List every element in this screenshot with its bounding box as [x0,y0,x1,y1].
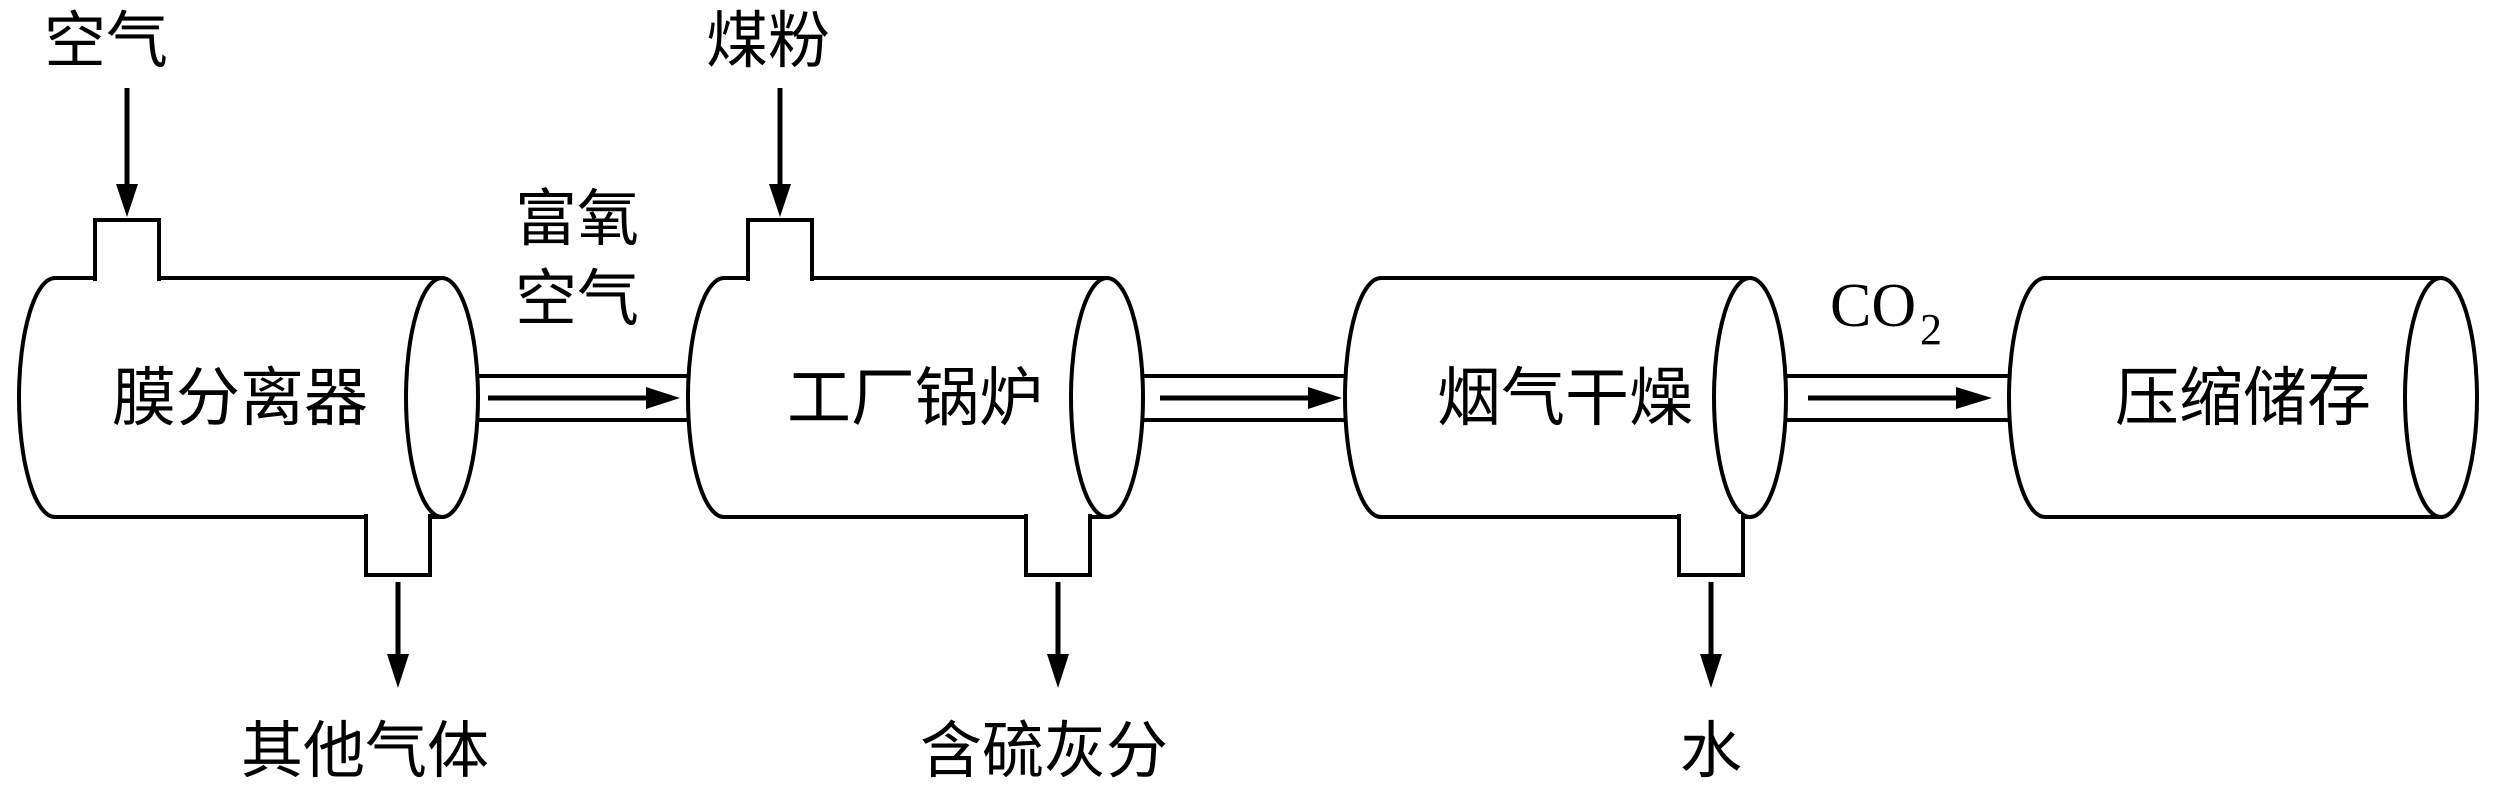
vessel-membrane-separator [17,276,480,519]
vessel-compression-storage [2007,276,2479,519]
flow-right-arrow-icon [1956,387,1992,409]
pipe-dryer-to-storage [1772,374,2018,422]
port-boiler-bottom [1024,514,1092,577]
vessel-factory-boiler [686,276,1145,519]
label-coal-input: 煤粉 [706,8,830,76]
vessel-end-cap [404,276,480,519]
label-air-input: 空气 [44,8,168,76]
coal-input-arrow [769,88,791,217]
label-stage-factory-boiler: 工厂锅炉 [787,363,1043,434]
label-oxygen-enriched-line1: 富氧 [515,186,639,254]
label-stage-compression-storage: 压缩储存 [2115,363,2371,434]
label-sulfur-ash-output: 含硫灰分 [920,718,1168,786]
port-dryer-bottom [1677,514,1745,577]
label-stage-flue-gas-dryer: 烟气干燥 [1437,363,1693,434]
arrow-down-icon [769,184,791,217]
label-other-gases-output: 其他气体 [241,718,489,786]
label-co2-subscript: 2 [1920,305,1942,354]
vessel-end-cap [1069,276,1145,519]
port-membrane-top [93,218,161,281]
flow-right-arrow-icon [1308,387,1342,409]
air-input-arrow [116,88,138,217]
vessel-end-cap [2403,276,2479,519]
pipe-boiler-to-dryer [1128,374,1360,422]
vessel-body [2007,276,2443,519]
port-membrane-bottom [364,514,432,577]
water-output-arrow [1700,582,1722,688]
arrow-down-icon [387,654,409,688]
label-co2: CO [1830,272,1916,340]
vessel-body [17,276,444,519]
arrow-down-icon [116,184,138,217]
arrow-down-icon [1700,654,1722,688]
vessel-flue-gas-dryer [1343,276,1788,519]
label-stage-membrane-separator: 膜分离器 [112,363,368,434]
vessel-body [1343,276,1752,519]
vessel-body [686,276,1109,519]
arrow-down-icon [1047,654,1069,688]
flow-right-arrow-icon [646,387,680,409]
sulfur-ash-output-arrow [1047,582,1069,688]
pipe-membrane-to-boiler [462,374,700,422]
label-water-output: 水 [1680,718,1742,786]
label-oxygen-enriched-line2: 空气 [515,266,639,334]
port-boiler-top [746,218,814,281]
vessel-end-cap [1712,276,1788,519]
other-gases-output-arrow [387,582,409,688]
